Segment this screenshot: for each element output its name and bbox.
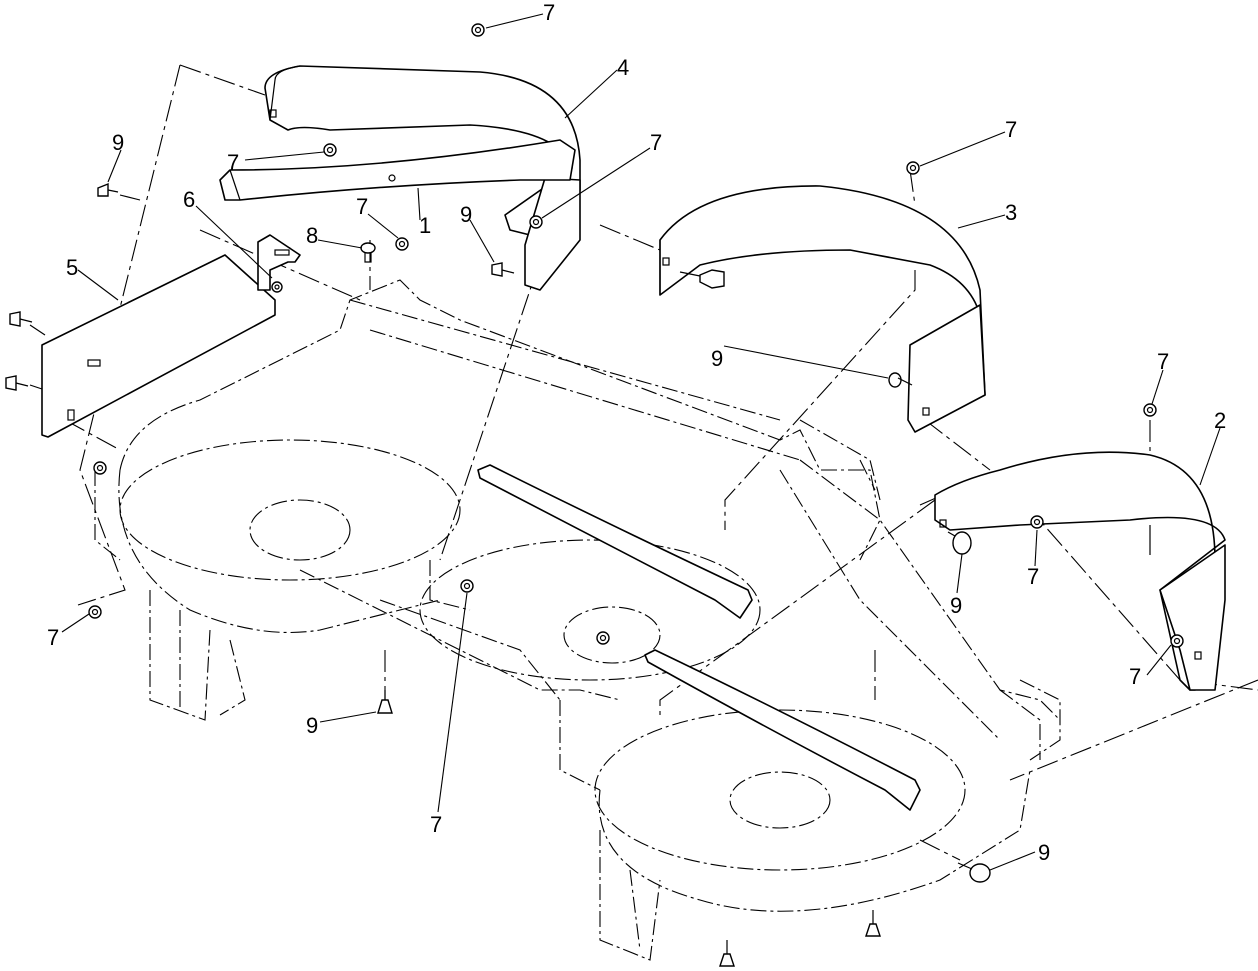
nut-icon	[460, 579, 474, 593]
bolt-icon	[865, 910, 881, 937]
callout-7: 7	[1129, 664, 1141, 689]
callout-6: 6	[183, 187, 195, 212]
callout-9: 9	[711, 346, 723, 371]
callout-7: 7	[1027, 564, 1039, 589]
bolt-icon	[957, 862, 991, 883]
flange-nuts	[88, 23, 1184, 648]
nut-icon	[596, 631, 610, 645]
nut-icon	[1170, 634, 1184, 648]
callout-7: 7	[1005, 117, 1017, 142]
callout-9: 9	[1038, 840, 1050, 865]
bolt-icon	[377, 690, 393, 714]
nut-icon	[906, 161, 920, 175]
leader-lines	[61, 13, 1221, 871]
callout-7: 7	[356, 194, 368, 219]
baffle-part-4	[264, 65, 581, 291]
bolt-icon	[491, 262, 515, 277]
callout-9: 9	[950, 593, 962, 618]
callout-8: 8	[306, 223, 318, 248]
callout-9: 9	[306, 713, 318, 738]
nut-icon	[471, 23, 485, 37]
baffle-part-3	[659, 185, 986, 433]
callout-7: 7	[650, 130, 662, 155]
nut-icon	[88, 605, 102, 619]
bolt-icon	[5, 375, 29, 391]
nut-icon	[271, 281, 283, 293]
callout-2: 2	[1214, 408, 1226, 433]
pin-part-8	[360, 242, 376, 263]
center-blade	[477, 464, 921, 811]
nut-icon	[1030, 515, 1044, 529]
nut-icon	[323, 143, 337, 157]
bolt-icon	[888, 372, 913, 388]
nut-icon	[93, 461, 107, 475]
nut-icon	[395, 237, 409, 251]
blade-part-1	[219, 139, 576, 201]
callout-9: 9	[460, 202, 472, 227]
bolt-icon	[719, 940, 735, 967]
bracket-part-6	[257, 234, 301, 291]
bolt-icon	[679, 269, 725, 289]
carriage-bolts	[5, 182, 991, 967]
callout-1: 1	[419, 213, 431, 238]
bolt-icon	[9, 311, 33, 327]
shield-part-5	[41, 254, 276, 438]
baffle-part-2	[934, 451, 1226, 691]
bolt-icon	[97, 182, 119, 197]
bolt-icon	[947, 531, 972, 555]
callout-4: 4	[617, 55, 629, 80]
nut-icon	[1143, 403, 1157, 417]
callout-9: 9	[112, 130, 124, 155]
callout-7: 7	[227, 150, 239, 175]
nut-icon	[529, 215, 543, 229]
callout-7: 7	[543, 0, 555, 25]
mower-deck-outline	[94, 279, 1061, 961]
callout-7: 7	[47, 625, 59, 650]
callout-5: 5	[66, 255, 78, 280]
callout-labels: 7 4 9 7 6 7 8 1 7 9 7 3 5 9 7 2 7 9 7 7 …	[47, 0, 1226, 865]
callout-7: 7	[1157, 349, 1169, 374]
callout-3: 3	[1005, 200, 1017, 225]
callout-7: 7	[430, 812, 442, 837]
